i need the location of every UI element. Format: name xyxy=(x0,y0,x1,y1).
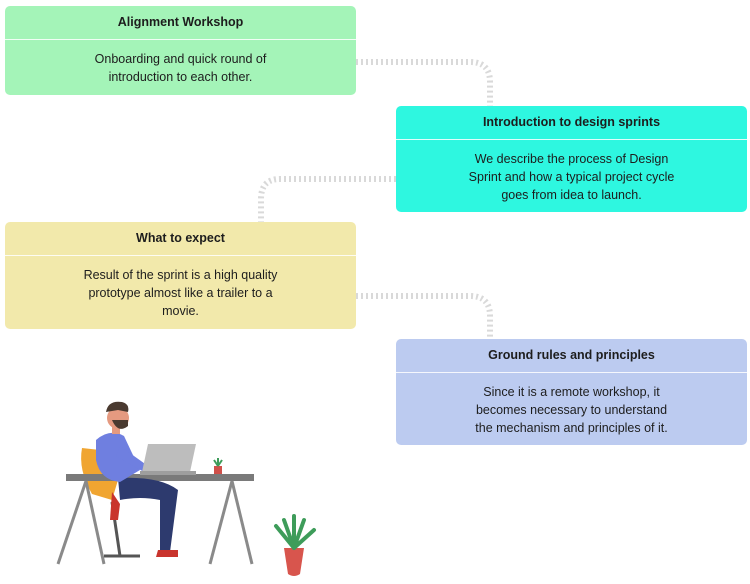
step-title: Introduction to design sprints xyxy=(396,106,747,140)
step-description: Since it is a remote workshop, it become… xyxy=(475,385,668,435)
step-title: What to expect xyxy=(5,222,356,256)
legs xyxy=(110,477,178,557)
step-card-alignment-workshop: Alignment Workshop Onboarding and quick … xyxy=(5,6,356,95)
torso xyxy=(96,432,140,482)
step-description: We describe the process of Design Sprint… xyxy=(468,152,675,202)
laptop-icon xyxy=(140,444,196,475)
step-title: Ground rules and principles xyxy=(396,339,747,373)
step-title: Alignment Workshop xyxy=(5,6,356,40)
arm xyxy=(116,446,148,472)
small-plant-icon xyxy=(213,458,223,474)
step-card-what-to-expect: What to expect Result of the sprint is a… xyxy=(5,222,356,329)
potted-plant-icon xyxy=(274,514,316,576)
head xyxy=(106,401,129,434)
step-card-intro-design-sprints: Introduction to design sprints We descri… xyxy=(396,106,747,212)
desk-icon xyxy=(56,474,254,565)
step-card-ground-rules: Ground rules and principles Since it is … xyxy=(396,339,747,445)
step-description: Result of the sprint is a high quality p… xyxy=(83,268,278,318)
step-description: Onboarding and quick round of introducti… xyxy=(94,52,267,84)
